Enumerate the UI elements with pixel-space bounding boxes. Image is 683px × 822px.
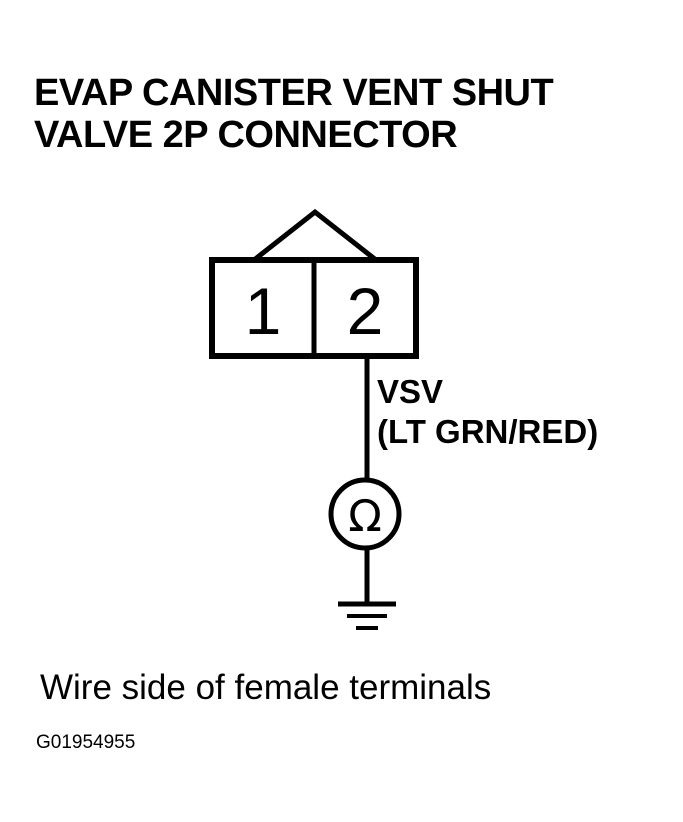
title-line-1: EVAP CANISTER VENT SHUT <box>34 72 554 114</box>
ground-symbol-icon <box>338 601 396 630</box>
wire-label: VSV (LT GRN/RED) <box>377 372 598 452</box>
ohmmeter-icon: Ω <box>328 477 402 551</box>
view-caption: Wire side of female terminals <box>40 668 492 707</box>
title-line-2: VALVE 2P CONNECTOR <box>34 114 458 156</box>
connector-lock-tab <box>252 208 378 262</box>
wire-signal-name: VSV <box>377 373 444 410</box>
terminal-1-label: 1 <box>245 274 282 348</box>
diagram-title: EVAP CANISTER VENT SHUT VALVE 2P CONNECT… <box>34 72 554 156</box>
figure-id: G01954955 <box>36 732 136 753</box>
terminal-2-label: 2 <box>347 274 384 348</box>
wire-color: (LT GRN/RED) <box>377 413 599 450</box>
ohm-symbol: Ω <box>348 491 382 542</box>
